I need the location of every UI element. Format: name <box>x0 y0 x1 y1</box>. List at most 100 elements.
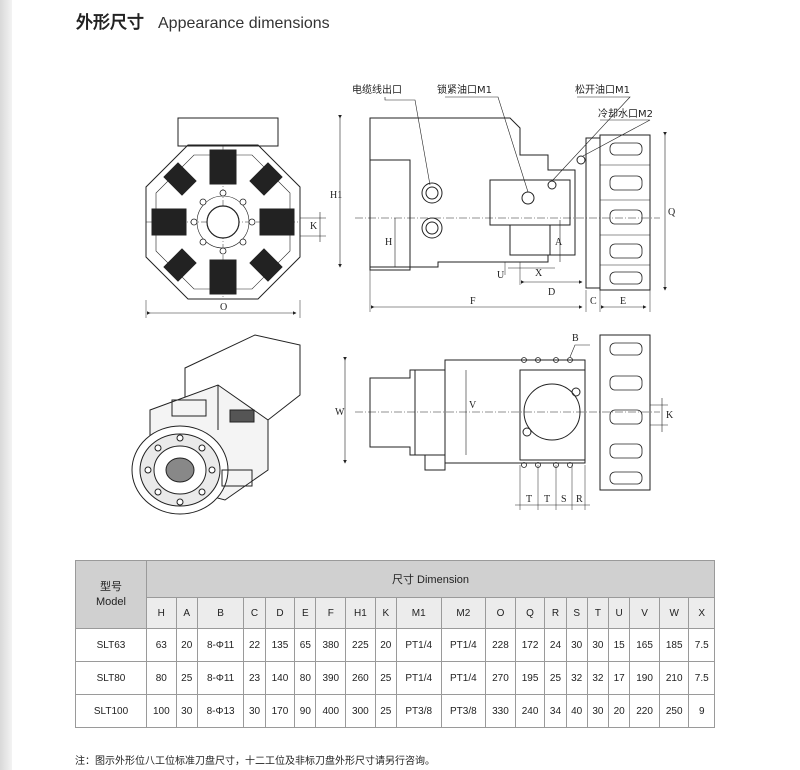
value-cell: 30 <box>586 628 610 662</box>
value-cell: 270 <box>485 661 516 695</box>
dim-label-H1: H1 <box>330 190 342 201</box>
col-header: V <box>629 597 660 629</box>
value-cell: 8-Φ11 <box>196 661 245 695</box>
value-cell: 330 <box>485 694 516 728</box>
dimension-header: 尺寸 Dimension <box>146 560 715 598</box>
technical-drawings: O K <box>131 83 676 515</box>
value-cell: 32 <box>586 661 610 695</box>
value-cell: 63 <box>146 628 177 662</box>
footnote: 注：图示外形位八工位标准刀盘尺寸，十二工位及非标刀盘外形尺寸请另行咨询。 <box>75 756 435 767</box>
value-cell: 9 <box>688 694 715 728</box>
dim-label-C: C <box>590 296 597 307</box>
col-header: H1 <box>345 597 376 629</box>
col-header: S <box>565 597 588 629</box>
value-cell: 65 <box>294 628 317 662</box>
value-cell: 210 <box>658 661 690 695</box>
value-cell: 40 <box>565 694 588 728</box>
page-edge-shadow <box>0 0 12 770</box>
top-view <box>343 334 668 510</box>
value-cell: 250 <box>658 694 690 728</box>
value-cell: 240 <box>514 694 546 728</box>
value-cell: 15 <box>608 628 631 662</box>
value-cell: 25 <box>374 694 397 728</box>
value-cell: 30 <box>565 628 588 662</box>
col-header: U <box>608 597 631 629</box>
value-cell: 390 <box>315 661 347 695</box>
model-cell: SLT80 <box>75 661 147 695</box>
col-header: K <box>374 597 397 629</box>
value-cell: 80 <box>146 661 177 695</box>
dim-label-B: B <box>572 333 579 344</box>
col-header: E <box>294 597 317 629</box>
col-header: T <box>586 597 610 629</box>
col-header: C <box>243 597 266 629</box>
value-cell: 7.5 <box>688 628 715 662</box>
title-cn: 外形尺寸 <box>76 13 144 33</box>
value-cell: 30 <box>175 694 198 728</box>
model-cell: SLT63 <box>75 628 147 662</box>
value-cell: 30 <box>243 694 266 728</box>
value-cell: 34 <box>544 694 567 728</box>
dimension-table: 型号 Model 尺寸 Dimension H A B C D E F H1 K… <box>75 560 715 728</box>
value-cell: 170 <box>264 694 296 728</box>
isometric-view <box>131 334 301 515</box>
value-cell: 17 <box>608 661 631 695</box>
value-cell: 90 <box>294 694 317 728</box>
value-cell: 20 <box>374 628 397 662</box>
col-header: Q <box>514 597 546 629</box>
value-cell: 25 <box>175 661 198 695</box>
value-cell: 220 <box>629 694 660 728</box>
value-cell: 165 <box>629 628 660 662</box>
value-cell: 190 <box>629 661 660 695</box>
col-header: F <box>315 597 347 629</box>
model-header-en: Model <box>96 595 126 608</box>
dim-label-H: H <box>385 237 392 248</box>
dim-label-W: W <box>335 407 345 418</box>
value-cell: 25 <box>544 661 567 695</box>
dim-label-T1: T <box>526 494 532 505</box>
dim-label-Q: Q <box>668 207 676 218</box>
value-cell: 300 <box>345 694 376 728</box>
value-cell: 7.5 <box>688 661 715 695</box>
value-cell: PT1/4 <box>440 661 487 695</box>
col-header: W <box>658 597 690 629</box>
col-header: A <box>175 597 198 629</box>
callout-coolant: 冷却水口M2 <box>598 107 653 120</box>
dim-label-K2: K <box>666 410 674 421</box>
dim-label-U: U <box>497 270 505 281</box>
value-cell: 185 <box>658 628 690 662</box>
col-header: X <box>688 597 715 629</box>
dim-label-R: R <box>576 494 583 505</box>
value-cell: 100 <box>146 694 177 728</box>
callout-cable-outlet: 电缆线出口 <box>352 83 402 96</box>
value-cell: 8-Φ11 <box>196 628 245 662</box>
value-cell: 172 <box>514 628 546 662</box>
model-header-cn: 型号 <box>100 580 122 593</box>
value-cell: 8-Φ13 <box>196 694 245 728</box>
col-header: M1 <box>395 597 442 629</box>
value-cell: 20 <box>175 628 198 662</box>
value-cell: 380 <box>315 628 347 662</box>
model-cell: SLT100 <box>75 694 147 728</box>
dim-label-D: D <box>548 287 555 298</box>
value-cell: 195 <box>514 661 546 695</box>
front-view-turret <box>145 117 326 318</box>
callout-lock-oil: 锁紧油口M1 <box>437 83 492 96</box>
col-header: H <box>146 597 177 629</box>
callout-unlock-oil: 松开油口M1 <box>575 83 630 96</box>
value-cell: PT1/4 <box>440 628 487 662</box>
value-cell: 32 <box>565 661 588 695</box>
value-cell: 23 <box>243 661 266 695</box>
value-cell: 80 <box>294 661 317 695</box>
dim-label-V: V <box>469 400 477 411</box>
col-header: R <box>544 597 567 629</box>
col-header: B <box>196 597 245 629</box>
value-cell: PT3/8 <box>440 694 487 728</box>
dim-label-E: E <box>620 296 626 307</box>
value-cell: PT1/4 <box>395 661 442 695</box>
value-cell: 260 <box>345 661 376 695</box>
value-cell: PT3/8 <box>395 694 442 728</box>
